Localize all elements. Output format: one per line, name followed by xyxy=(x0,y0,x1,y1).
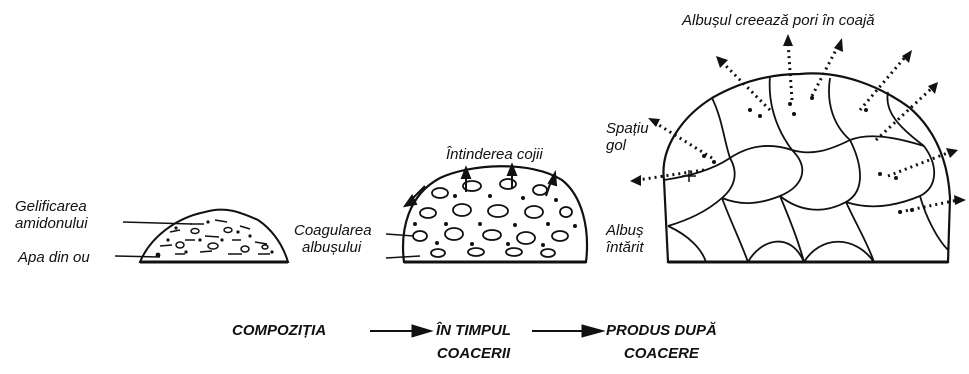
label-white-pores: Albușul creează pori în coajă xyxy=(682,12,875,29)
label-hardened-white: Albuș întărit xyxy=(606,222,644,256)
label-egg-water: Apa din ou xyxy=(18,249,90,266)
raw-dough-mound xyxy=(115,210,288,262)
label-empty-space: Spațiu gol xyxy=(606,120,649,154)
baked-product xyxy=(630,34,966,262)
baking-dome xyxy=(386,165,587,262)
flow-step-after-baking: PRODUS DUPĂ COACERE xyxy=(606,322,717,362)
label-coagulation: Coagularea albușului xyxy=(294,222,372,256)
label-gelification: Gelificarea amidonului xyxy=(15,198,88,232)
flow-step-composition: COMPOZIȚIA xyxy=(232,322,326,339)
flow-step-during-baking: ÎN TIMPUL COACERII xyxy=(436,322,511,362)
label-crust-stretch: Întinderea cojii xyxy=(446,146,543,163)
